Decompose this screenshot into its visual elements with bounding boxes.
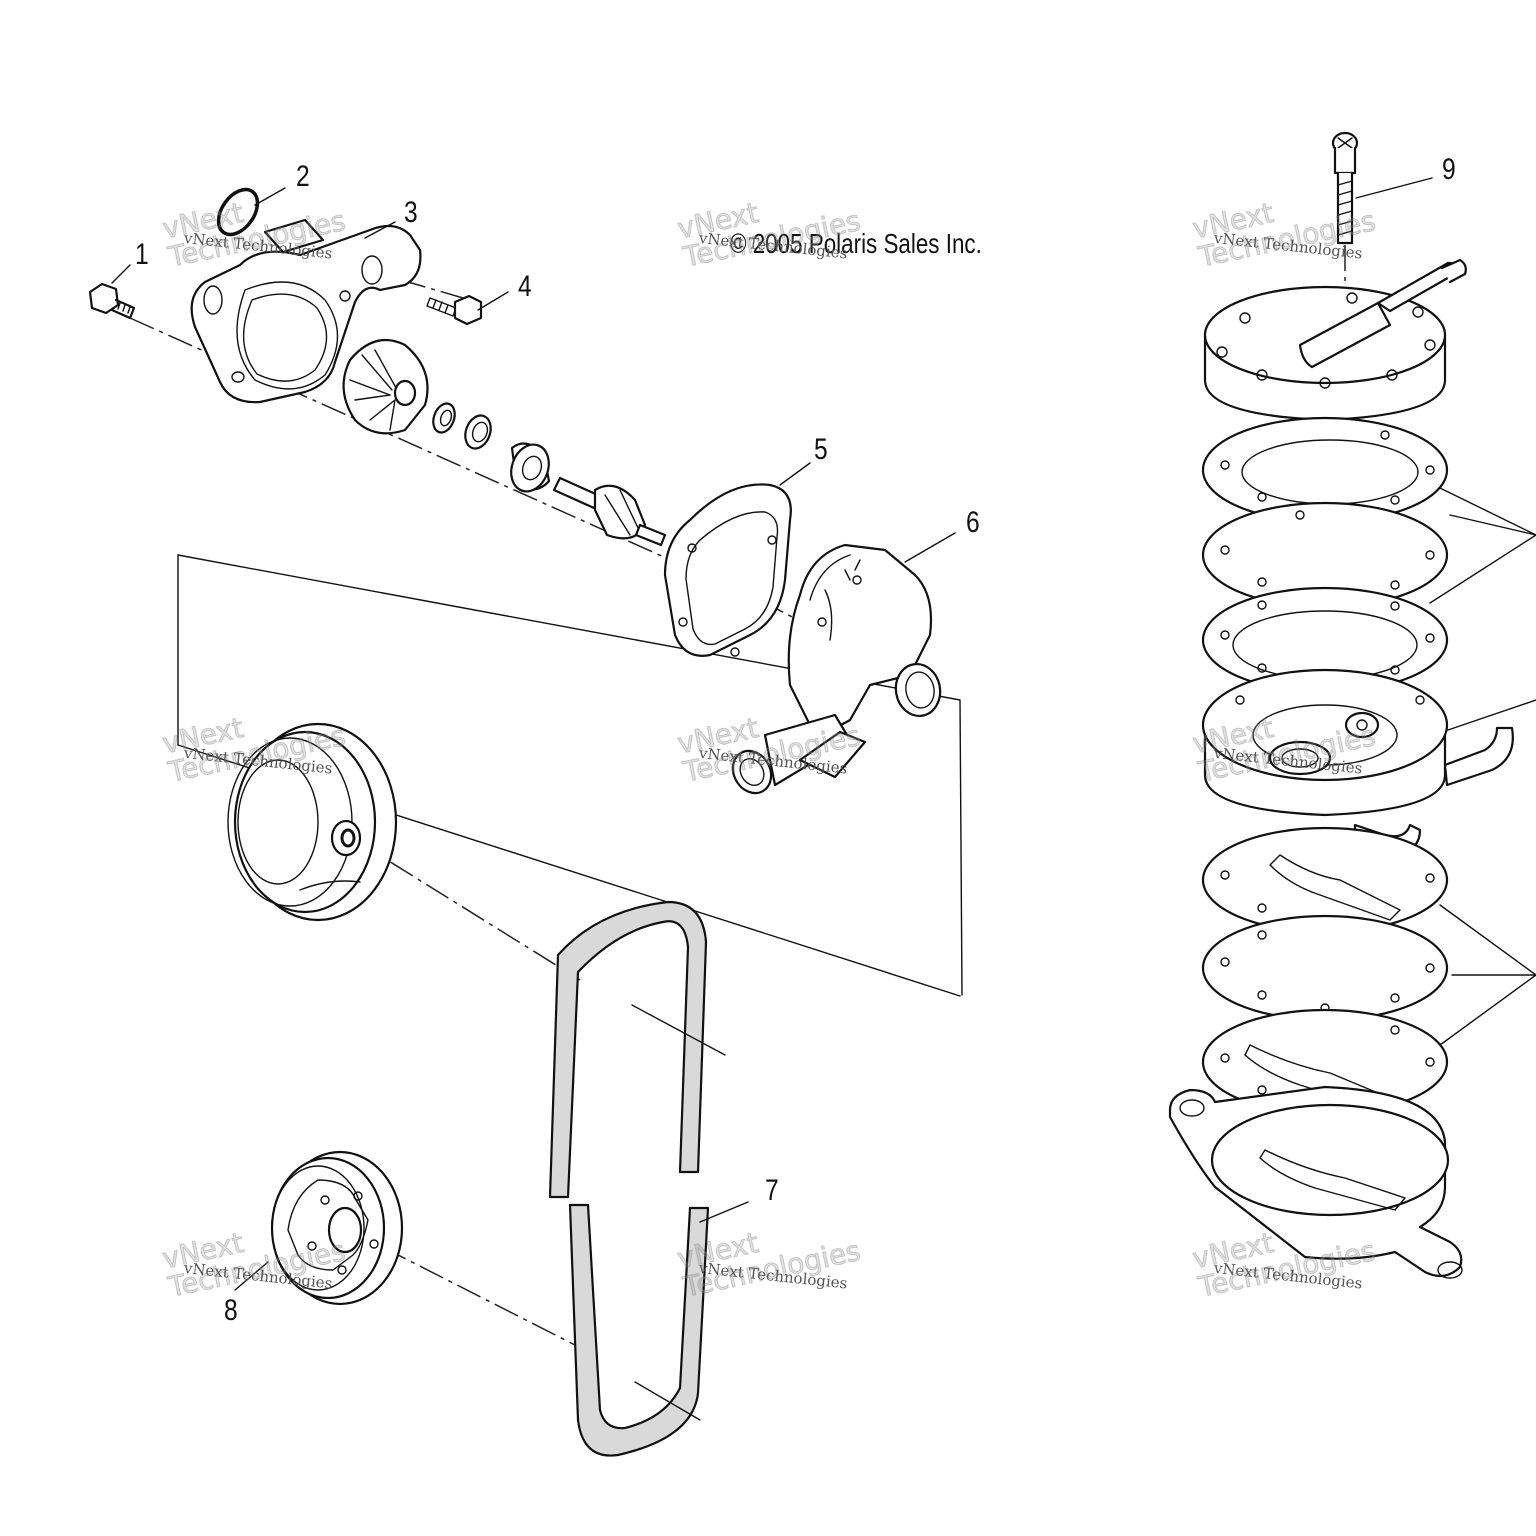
fuel-pump-base: [1168, 1085, 1463, 1279]
leader-right-d: [1439, 904, 1536, 976]
seal-washer-1: [432, 402, 456, 434]
oring-part-2: [216, 187, 260, 237]
upper-pulley: [227, 722, 398, 922]
bearing: [510, 442, 551, 493]
axis-pump: [129, 317, 761, 601]
leader-2: [254, 187, 286, 206]
pump-shaft: [552, 476, 667, 547]
belt-axis-upper: [631, 1004, 726, 1056]
leader-right-b: [1429, 534, 1536, 604]
frame-line-top: [177, 554, 963, 996]
callout-6: 6: [966, 506, 980, 539]
axis-upper-pulley: [354, 839, 581, 981]
callout-9: 9: [1442, 153, 1456, 186]
belt-axis-lower: [634, 1381, 701, 1421]
pump-cover-part-3: [190, 218, 422, 404]
fuel-pump-cover: [1203, 258, 1467, 422]
callout-7: 7: [765, 1174, 779, 1207]
impeller: [342, 338, 429, 435]
copyright-notice: © 2005 Polaris Sales Inc.: [730, 228, 982, 259]
pump-housing-part-6: [731, 543, 942, 795]
callout-8: 8: [224, 1294, 238, 1327]
callout-2: 2: [296, 160, 310, 193]
lower-pulley: [270, 1150, 404, 1306]
bolt-part-1: [88, 282, 136, 320]
leader-1: [111, 264, 131, 284]
fuel-pump-body: [1201, 668, 1514, 857]
leader-5: [779, 462, 811, 486]
callout-3: 3: [404, 196, 418, 229]
callout-5: 5: [814, 433, 828, 466]
drive-belt-part-7: [548, 900, 710, 1457]
callout-1: 1: [135, 238, 149, 271]
leader-9: [1355, 177, 1433, 199]
gasket-part-5: [663, 483, 792, 657]
fuel-pump-diaphragm-2: [1201, 914, 1449, 1022]
seal-washer-2: [464, 414, 492, 450]
screw-part-9: [1331, 131, 1359, 292]
leader-7: [699, 1201, 749, 1223]
leader-right-c: [1447, 699, 1536, 731]
leader-8: [234, 1261, 269, 1291]
bolt-part-4: [426, 294, 483, 326]
fuel-pump-gasket-4: [1201, 1008, 1449, 1116]
fuel-pump-gasket-2: [1201, 586, 1449, 694]
leader-6: [904, 532, 956, 563]
callout-4: 4: [518, 270, 532, 303]
leader-4: [477, 291, 509, 311]
leader-3: [364, 221, 396, 239]
leader-right-f: [1439, 974, 1536, 1046]
leader-right-a: [1439, 487, 1536, 536]
